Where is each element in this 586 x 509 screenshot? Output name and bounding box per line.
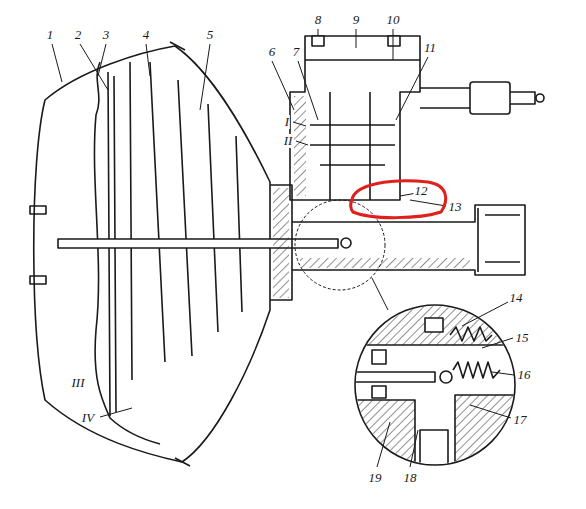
callout-number: 3	[102, 28, 111, 42]
callout-number: 9	[352, 13, 361, 27]
diaphragm	[94, 62, 160, 444]
mounting-stud	[30, 206, 46, 284]
callout-number: 12	[414, 184, 429, 198]
callout-number: 5	[206, 28, 215, 42]
callout-number: 15	[515, 331, 530, 345]
vacuum-pipe	[420, 88, 470, 108]
valve-ball	[440, 371, 452, 383]
callout-number: 8	[314, 13, 323, 27]
callout-number: 13	[448, 200, 463, 214]
callout-number: III	[71, 376, 86, 390]
master-cylinder	[292, 205, 525, 275]
control-valve-body	[290, 36, 420, 200]
callout-number: 2	[74, 28, 83, 42]
valve-spring	[453, 362, 500, 378]
callout-number: I	[284, 115, 290, 129]
valve-detail	[355, 305, 515, 465]
callout-number: 7	[292, 45, 301, 59]
red-highlight	[351, 181, 446, 218]
callout-number: 4	[142, 28, 151, 42]
callout-number: 17	[513, 413, 528, 427]
booster-housing	[34, 46, 270, 462]
detail-outline	[295, 200, 385, 290]
callout-number: IV	[81, 411, 95, 425]
callout-number: 6	[268, 45, 277, 59]
callout-number: II	[283, 134, 294, 148]
callout-number: 16	[517, 368, 532, 382]
callout-number: 14	[509, 291, 524, 305]
callout-number: 19	[368, 471, 383, 485]
return-spring	[130, 62, 242, 380]
valve-bolt	[312, 36, 324, 46]
push-rod	[58, 239, 338, 248]
leader-lines	[52, 29, 514, 467]
callout-number: 1	[46, 28, 55, 42]
callout-number: 18	[403, 471, 418, 485]
callout-number: 11	[423, 41, 437, 55]
master-cylinder-flange	[270, 185, 292, 300]
callout-number: 10	[386, 13, 401, 27]
